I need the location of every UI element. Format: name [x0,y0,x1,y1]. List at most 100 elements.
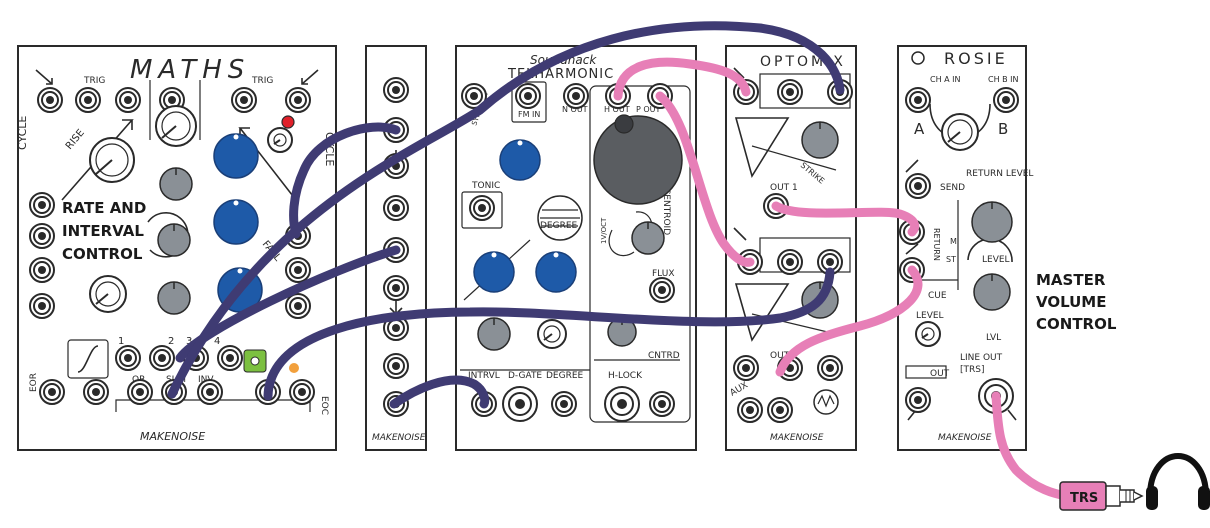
patch-jack[interactable] [993,87,1019,113]
callout-master-line1: MASTER [1036,271,1106,289]
patch-jack[interactable] [817,355,843,381]
master-volume-callout: MASTER VOLUME CONTROL [1036,271,1117,333]
patch-jack[interactable] [551,391,577,417]
control-knob[interactable] [535,251,577,293]
rosie-label: LEVEL [982,255,1010,265]
patch-jack[interactable] [127,379,153,405]
patch-jack[interactable] [777,249,803,275]
patch-jack[interactable] [83,379,109,405]
patch-jack[interactable] [75,87,101,113]
control-knob[interactable] [213,199,259,245]
rosie-label: CH A IN [930,75,961,84]
rosie-label: M [950,237,957,246]
control-knob[interactable] [941,113,979,151]
patch-jack[interactable] [149,345,175,371]
patch-jack[interactable] [777,79,803,105]
patch-jack[interactable] [817,249,843,275]
patch-jack[interactable] [733,355,759,381]
maths-label: EOC [319,396,329,415]
patch-jack[interactable] [29,257,55,283]
rosie-label: B [998,120,1008,138]
patch-jack[interactable] [285,293,311,319]
telharmonic-label: H-LOCK [608,371,643,381]
maths-label: 3 [186,336,192,347]
maths-label: TRIG [251,76,273,86]
patch-jack[interactable] [115,345,141,371]
control-knob[interactable] [157,223,191,257]
rosie-title: ROSIE [944,49,1008,68]
maths-label: CYCLE [16,116,29,150]
rosie-label: CUE [928,291,947,301]
large-jack[interactable] [604,386,640,422]
patch-jack[interactable] [383,353,409,379]
patch-jack[interactable] [649,391,675,417]
patch-cable-pink [771,201,920,237]
control-knob[interactable] [89,275,127,313]
patch-jack[interactable] [217,345,243,371]
patch-jack[interactable] [383,77,409,103]
patch-jack[interactable] [231,87,257,113]
maths-title: MATHS [130,55,250,85]
patch-jack[interactable] [29,192,55,218]
telharmonic-label: TONIC [471,181,500,191]
patch-jack[interactable] [737,397,763,423]
control-knob[interactable] [267,127,293,153]
patch-cable-pink [613,57,751,101]
patch-jack[interactable] [649,277,675,303]
maths-brand: MAKENOISE [140,430,205,443]
patch-jack[interactable] [285,257,311,283]
rosie-label: LVL [986,333,1001,343]
rosie-label: RETURN [932,228,941,261]
control-knob[interactable] [157,281,191,315]
patch-jack[interactable] [905,387,931,413]
patch-jack[interactable] [285,87,311,113]
patch-jack[interactable] [469,195,495,221]
patch-jack[interactable] [289,379,315,405]
patch-jack[interactable] [905,87,931,113]
telharmonic-label: N OUT [562,105,588,114]
patch-jack[interactable] [29,293,55,319]
telharmonic-label: P OUT [636,105,661,114]
rate-interval-callout: RATE AND INTERVAL CONTROL [62,199,146,263]
patch-jack[interactable] [767,397,793,423]
patch-jack[interactable] [563,83,589,109]
control-knob[interactable] [631,221,665,255]
control-knob[interactable] [971,201,1013,243]
telharmonic-label: FM IN [518,110,540,119]
callout-master-line3: CONTROL [1036,315,1117,333]
rosie-label: LINE OUT [960,353,1003,363]
control-knob[interactable] [499,139,541,181]
patch-jack[interactable] [37,87,63,113]
control-knob[interactable] [973,273,1011,311]
patch-jack[interactable] [383,275,409,301]
control-knob[interactable] [801,121,839,159]
patch-jack[interactable] [461,83,487,109]
optomix-label: OUT 2 [770,351,798,361]
patch-jack[interactable] [197,379,223,405]
control-knob[interactable] [915,321,941,347]
rosie-label: LEVEL [916,311,944,321]
control-knob[interactable] [155,105,197,147]
rosie-label: [TRS] [960,365,985,375]
control-knob[interactable] [593,114,683,205]
patch-cable-pink [991,391,1071,501]
rosie-label: A [914,120,925,138]
control-knob[interactable] [473,251,515,293]
patch-jack[interactable] [905,173,931,199]
large-jack[interactable] [502,386,538,422]
control-knob[interactable] [159,167,193,201]
control-knob[interactable] [89,137,135,183]
patch-cable-navy [167,21,845,399]
control-knob[interactable] [477,317,511,351]
patch-jack[interactable] [115,87,141,113]
control-knob[interactable] [537,319,567,349]
patch-jack[interactable] [29,223,55,249]
rosie-label: RETURN LEVEL [966,169,1033,179]
patch-jack[interactable] [383,195,409,221]
patch-jack[interactable] [515,83,541,109]
trs-plug-icon: TRS [1059,481,1144,511]
rosie-label: CH B IN [988,75,1019,84]
rosie-brand: MAKENOISE [938,433,992,443]
control-knob[interactable] [213,133,259,179]
patch-jack[interactable] [39,379,65,405]
